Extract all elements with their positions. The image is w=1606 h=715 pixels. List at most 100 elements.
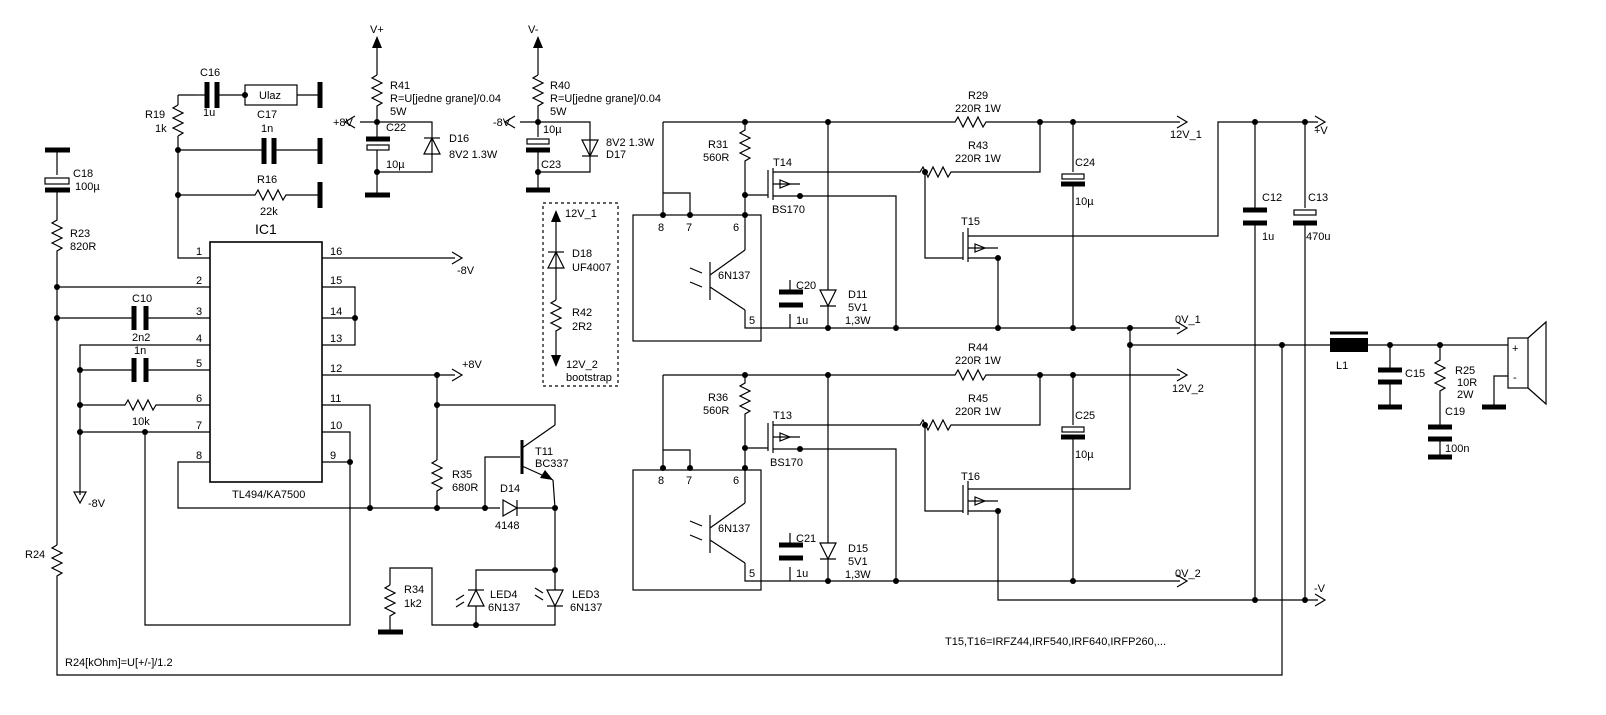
c22-value: 10µ xyxy=(386,159,405,171)
opto2-pin8: 8 xyxy=(658,475,664,487)
output-stage: +V -V C12 1u C13 470u L1 C15 xyxy=(945,115,1547,648)
ic1-pin-12: 12 xyxy=(330,363,342,375)
ulaz-label: Ulaz xyxy=(259,90,281,102)
c18-ref: C18 xyxy=(73,168,93,180)
d18-ref: D18 xyxy=(572,248,592,260)
d14-value: 4148 xyxy=(495,520,519,532)
t11-ref: T11 xyxy=(535,446,553,458)
d11-ref: D11 xyxy=(848,289,867,301)
minus8-label-bottom: -8V xyxy=(88,498,106,510)
c25-ref: C25 xyxy=(1075,410,1095,422)
ic1-pin-9: 9 xyxy=(330,450,336,462)
c24-value: 10µ xyxy=(1075,196,1094,208)
opto2-pin7: 7 xyxy=(686,475,692,487)
r36-value: 560R xyxy=(703,405,729,417)
bootstrap-block: 12V_1 D18 UF4007 R42 2R2 12V_2 bootstrap xyxy=(542,202,619,387)
ic1-pin-16: 16 xyxy=(330,246,342,258)
minus8-label-supply: -8V xyxy=(493,117,511,129)
minus8-label-pin16: -8V xyxy=(457,265,475,277)
ic1-pin-6: 6 xyxy=(196,393,202,405)
r41-value: R=U[jedne grane]/0.04 xyxy=(390,93,501,105)
r40-value: R=U[jedne grane]/0.04 xyxy=(550,93,661,105)
c22-ref: C22 xyxy=(386,122,406,134)
r40-ref: R40 xyxy=(550,80,570,92)
d11-value2: 1,3W xyxy=(845,315,871,327)
t13-value: BS170 xyxy=(770,457,803,469)
opto1-pin5: 5 xyxy=(749,315,755,327)
r34-ref: R34 xyxy=(404,584,424,596)
vplus-label: V+ xyxy=(370,24,384,36)
r42-ref: R42 xyxy=(572,307,592,319)
d16-value: 8V2 1.3W xyxy=(449,149,498,161)
l1-ref: L1 xyxy=(1336,360,1348,372)
d17-ref: D17 xyxy=(606,149,626,161)
d18-value: UF4007 xyxy=(572,262,611,274)
ic1-pin-8: 8 xyxy=(196,450,202,462)
opto2-pin5: 5 xyxy=(749,568,755,580)
t14-ref: T14 xyxy=(773,157,792,169)
d15-value: 5V1 xyxy=(848,556,868,568)
opto1-pin7: 7 xyxy=(686,222,692,234)
t11-value: BC337 xyxy=(535,458,569,470)
t15-ref: T15 xyxy=(961,216,980,228)
c17-ref: C17 xyxy=(257,109,277,121)
bootstrap-label: bootstrap xyxy=(566,372,612,384)
led-driver: R35 680R T11 BC337 D14 4148 LED3 6N137 L… xyxy=(370,375,602,635)
zero1-label: 0V_1 xyxy=(1175,314,1201,326)
c10-value: 2n2 xyxy=(132,332,150,344)
ic1-part: TL494/KA7500 xyxy=(232,489,305,501)
vminus-supply: V- R40 R=U[jedne grane]/0.04 5W -8V 10µ … xyxy=(493,24,661,193)
r45-ref: R45 xyxy=(968,393,988,405)
ic1-pin-14: 14 xyxy=(330,306,342,318)
c16-ref: C16 xyxy=(200,67,220,79)
speaker-plus: + xyxy=(1512,343,1518,355)
opto1-pin8: 8 xyxy=(658,222,664,234)
c19-value: 100n xyxy=(1445,443,1469,455)
c25-value: 10µ xyxy=(1075,449,1094,461)
r31-value: 560R xyxy=(703,152,729,164)
c12-value: 1u xyxy=(1262,231,1274,243)
opto1-pin6: 6 xyxy=(733,222,739,234)
twelve2-label: 12V_2 xyxy=(1172,383,1204,395)
speaker-minus: - xyxy=(1513,372,1517,384)
r45-value: 220R 1W xyxy=(955,406,1001,418)
c5-value: 1n xyxy=(134,345,146,357)
opto2-value: 6N137 xyxy=(718,523,750,535)
d15-ref: D15 xyxy=(848,543,868,555)
c13-ref: C13 xyxy=(1308,192,1328,204)
r34-value: 1k2 xyxy=(404,598,422,610)
t14-value: BS170 xyxy=(772,204,805,216)
r25-value: 10R xyxy=(1457,377,1477,389)
r35-ref: R35 xyxy=(452,469,472,481)
ic1-right-wiring: -8V +8V xyxy=(322,251,483,511)
r41-ref: R41 xyxy=(390,80,410,92)
t13-ref: T13 xyxy=(773,410,792,422)
r24-ref: R24 xyxy=(25,549,45,561)
twelve1-label-bootstrap: 12V_1 xyxy=(565,208,597,220)
r40-value2: 5W xyxy=(550,106,567,118)
t16-ref: T16 xyxy=(961,471,980,483)
r44-ref: R44 xyxy=(968,342,988,354)
ic1-pin-4: 4 xyxy=(196,333,202,345)
note-r24: R24[kOhm]=U[+/-]/1.2 xyxy=(65,657,173,669)
r41-value2: 5W xyxy=(390,106,407,118)
d14-ref: D14 xyxy=(500,483,520,495)
twelve1-label: 12V_1 xyxy=(1170,129,1202,141)
c20-value: 1u xyxy=(796,315,808,327)
d11-value: 5V1 xyxy=(848,302,868,314)
r29-ref: R29 xyxy=(968,90,988,102)
opto2-pin6: 6 xyxy=(733,475,739,487)
r44-value: 220R 1W xyxy=(955,355,1001,367)
ic1-pin-7: 7 xyxy=(196,420,202,432)
plusv-label: +V xyxy=(1314,125,1328,137)
r36-ref: R36 xyxy=(708,392,728,404)
d17-value: 8V2 1.3W xyxy=(606,137,655,149)
ic1-pin-3: 3 xyxy=(196,306,202,318)
c23-ref: C23 xyxy=(541,159,561,171)
input-network: Ulaz C16 1u R19 1k C17 1n R16 22k xyxy=(145,67,323,259)
led3-value: 6N137 xyxy=(570,602,602,614)
feedback-branch: C18 100µ R23 820R R24 R24[kOhm]=U[+/-]/1… xyxy=(25,147,1283,676)
r23-ref: R23 xyxy=(70,228,90,240)
